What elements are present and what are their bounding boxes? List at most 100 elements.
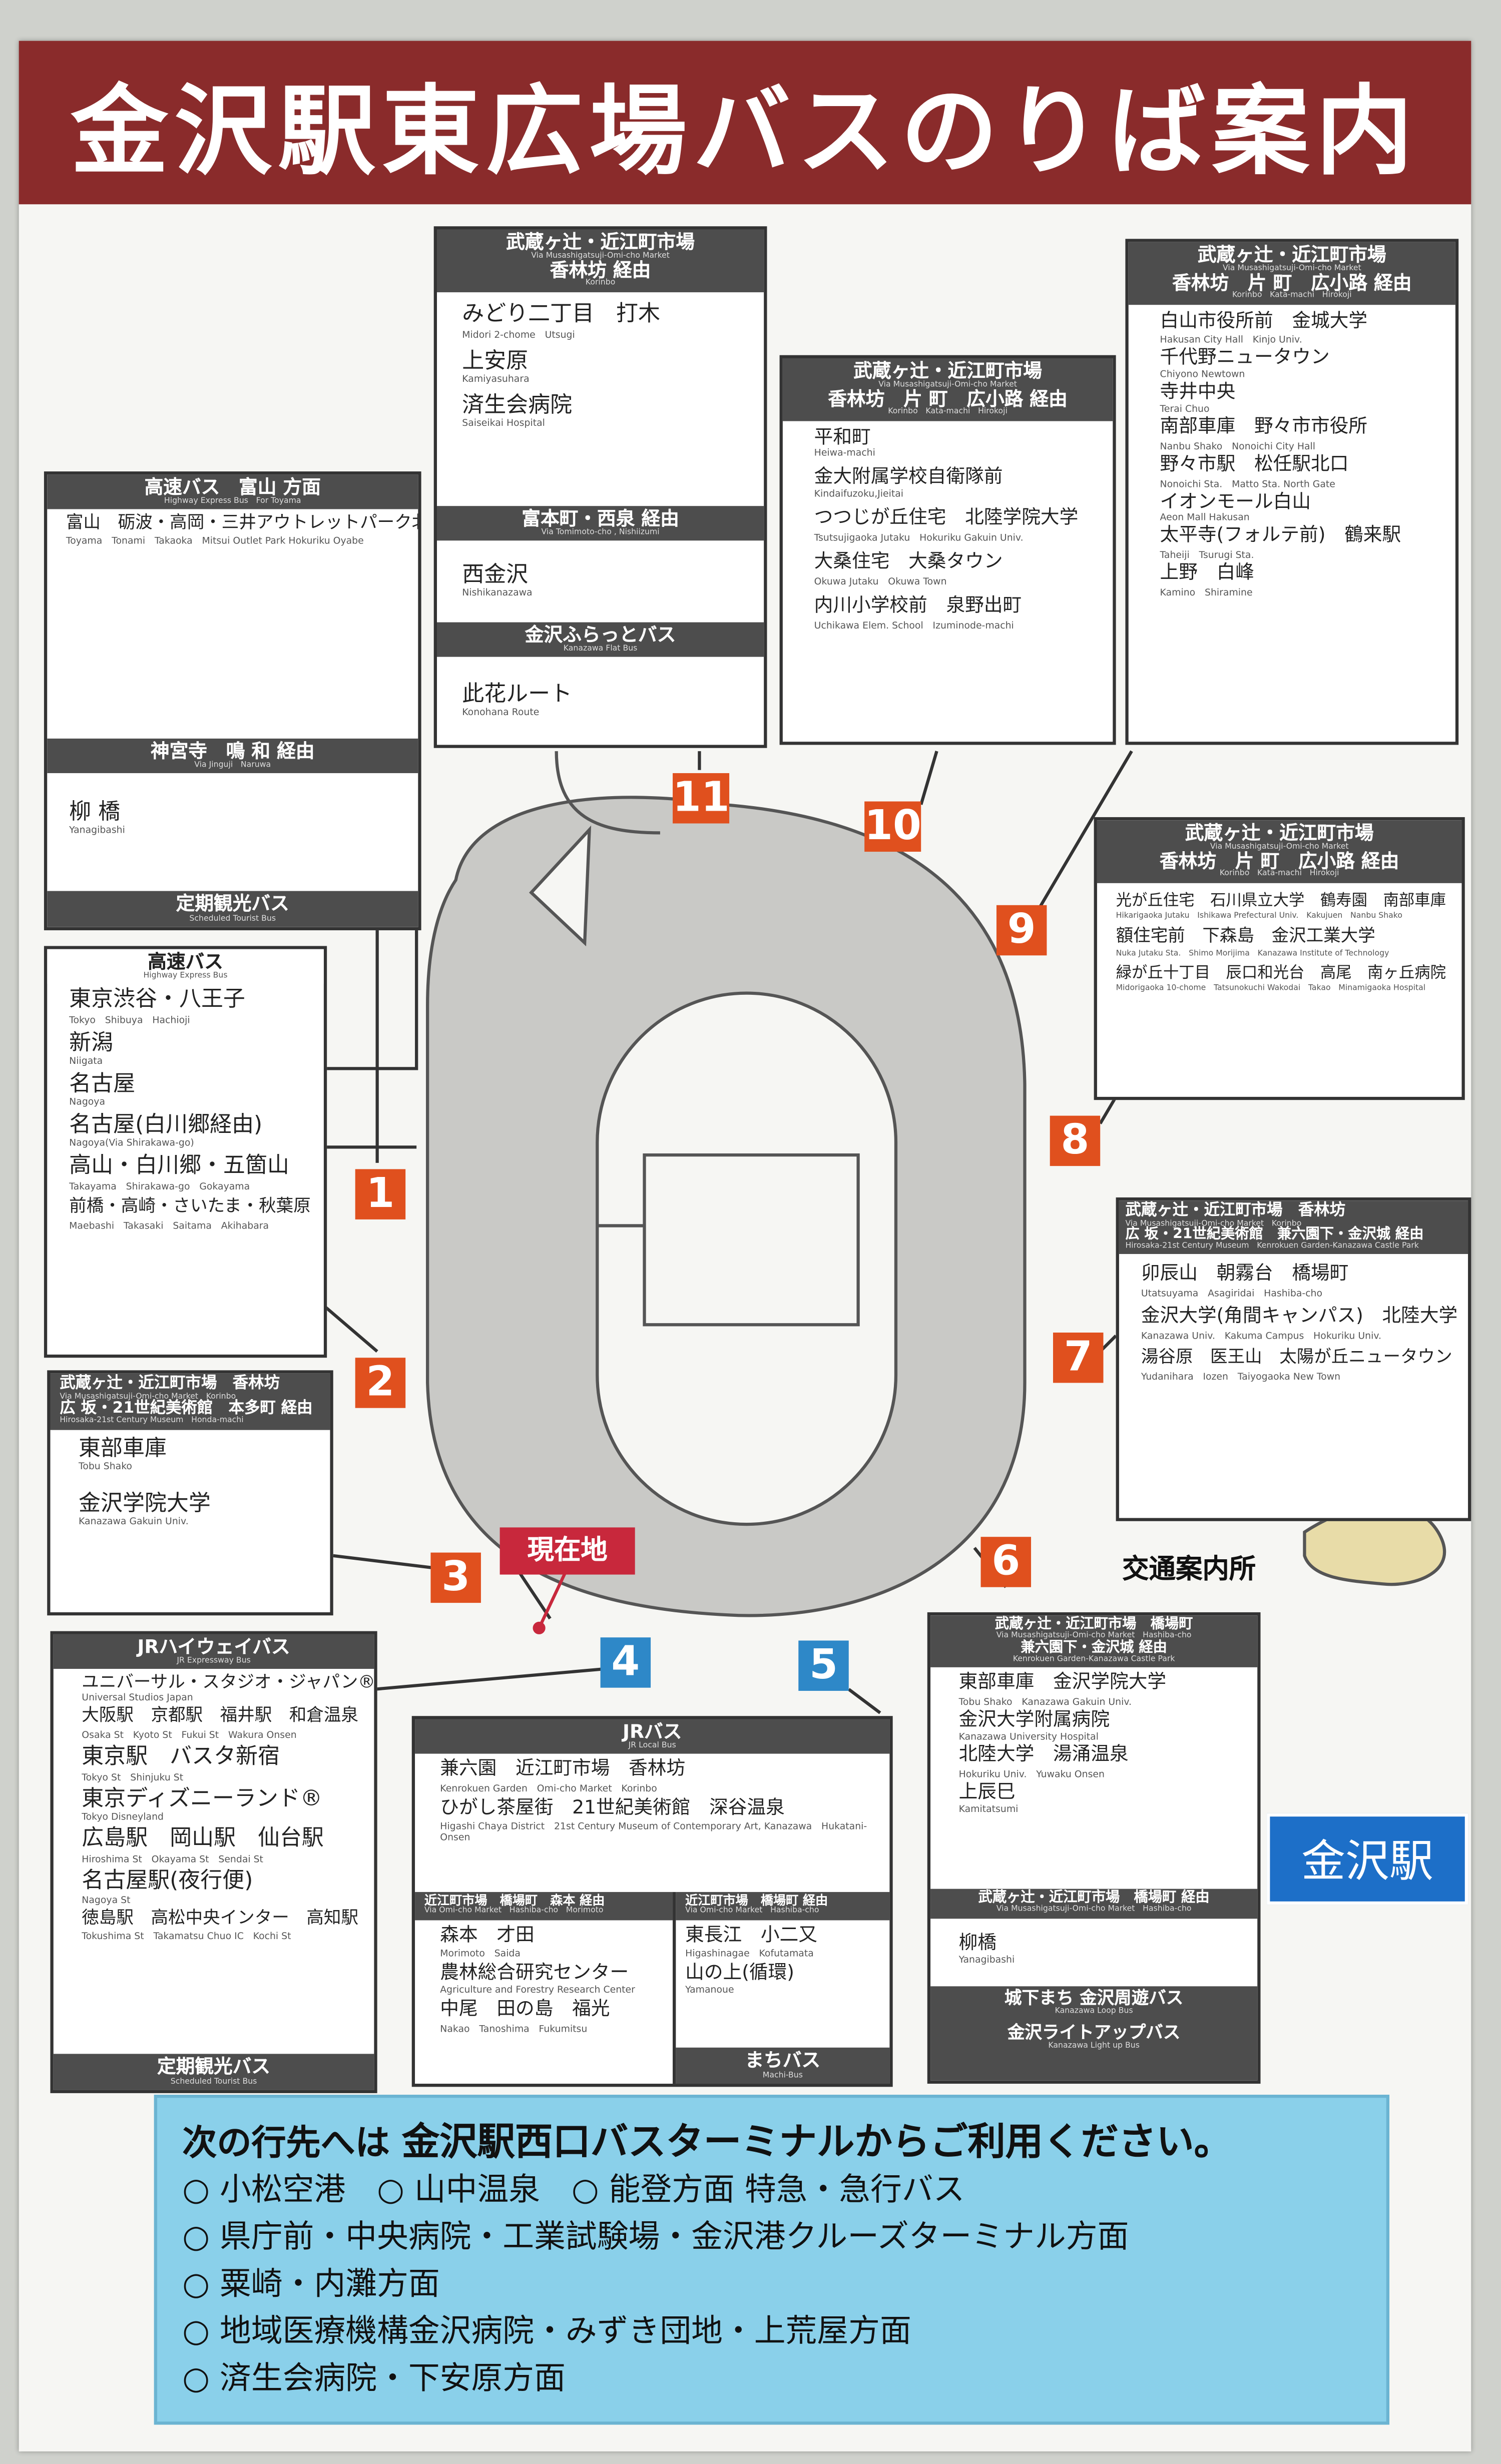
route-box-header: 武蔵ヶ辻・近江町市場 Via Musashigatsuji-Omi-cho Ma…	[1128, 242, 1455, 305]
route-box-header: 武蔵ヶ辻・近江町市場 Via Musashigatsuji-Omi-cho Ma…	[782, 358, 1113, 421]
route-box-header: 武蔵ヶ辻・近江町市場 香林坊 Via Musashigatsuji-Omi-ch…	[50, 1373, 330, 1430]
notice-item: ○ 県庁前・中央病院・工業試験場・金沢港クルーズターミナル方面	[182, 2217, 1129, 2255]
connector-lines	[321, 750, 1133, 1714]
stop-entry: ユニバーサル・スタジオ・ジャパン®Universal Studios Japan	[82, 1671, 375, 1704]
pole-8-number: 8	[1050, 1115, 1101, 1166]
route-box-subheader: 近江町市場 橋場町 森本 経由 Via Omi-cho Market Hashi…	[415, 1892, 673, 1920]
route-box-subheader: 近江町市場 橋場町 経由 Via Omi-cho Market Hashiba-…	[676, 1892, 890, 1920]
route-box-pole-8: 武蔵ヶ辻・近江町市場 Via Musashigatsuji-Omi-cho Ma…	[1094, 817, 1465, 1100]
stop-entry: 名古屋駅(夜行便)Nagoya St	[82, 1869, 253, 1906]
pole-1-number: 1	[355, 1169, 406, 1219]
stop-entry: 東京ディズニーランド®Tokyo Disneyland	[82, 1787, 322, 1823]
route-box-footer: まちバス Machi-Bus	[676, 2048, 890, 2084]
page-title: 金沢駅東広場バスのりば案内	[71, 74, 1419, 189]
route-box-jr-highway: JRハイウェイバス JR Expressway Bus ユニバーサル・スタジオ・…	[50, 1631, 377, 2093]
stop-name: 富山 砺波・高岡・三井アウトレットパーク北陸小矢部	[66, 512, 418, 533]
stop-entry: 此花ルート Konohana Route	[462, 682, 573, 719]
pole-11-number: 11	[673, 773, 730, 824]
pole-5-number: 5	[798, 1640, 849, 1691]
current-location-marker: 現在地	[499, 1527, 635, 1575]
footer-text-en: Scheduled Tourist Bus	[189, 914, 276, 923]
stop-entry: 柳橋 Yanagibashi	[958, 1931, 1015, 1966]
header-text-en: Highway Express Bus	[143, 970, 228, 980]
stop-list: ユニバーサル・スタジオ・ジャパン®Universal Studios Japan…	[54, 1669, 374, 1943]
stop-name-en: Yanagibashi	[69, 825, 125, 836]
route-box-header: 武蔵ヶ辻・近江町市場 橋場町 Via Musashigatsuji-Omi-ch…	[930, 1615, 1258, 1668]
subheader-text: 神宮寺 鳴 和 経由	[150, 740, 315, 763]
route-box-header: JRハイウェイバス JR Expressway Bus	[53, 1634, 374, 1669]
route-box-subheader: 金沢ふらっとバス Kanazawa Flat Bus	[437, 622, 764, 657]
notice-item: ○ 地域医療機構金沢病院・みずき団地・上荒屋方面	[182, 2311, 911, 2349]
pole-7-number: 7	[1053, 1332, 1104, 1383]
stop-entry: 富山 砺波・高岡・三井アウトレットパーク北陸小矢部 Toyama Tonami …	[66, 512, 418, 547]
stop-entry: 柳 橋 Yanagibashi	[69, 800, 125, 836]
center-building	[643, 1153, 860, 1327]
title-banner: 金沢駅東広場バスのりば案内	[19, 41, 1471, 205]
footer-text: 定期観光バス	[176, 893, 289, 915]
notice-item: ○ 小松空港 ○ 山中温泉 ○ 能登方面 特急・急行バス	[182, 2170, 965, 2208]
kanazawa-station-label: 金沢駅	[1267, 1813, 1468, 1905]
pole-3-number: 3	[430, 1552, 481, 1603]
pole-9-number: 9	[996, 905, 1047, 956]
notice-item: ○ 粟崎・内灘方面	[182, 2264, 440, 2302]
notice-title-prefix: 次の行先へは	[182, 2124, 390, 2164]
stop-name: 柳 橋	[69, 800, 121, 825]
route-box-pole-10: 武蔵ヶ辻・近江町市場 Via Musashigatsuji-Omi-cho Ma…	[779, 355, 1116, 745]
route-subbox-machi-bus: 近江町市場 橋場町 経由 Via Omi-cho Market Hashiba-…	[676, 1892, 890, 2084]
route-box-header: JRバス JR Local Bus	[415, 1719, 890, 1754]
triangle-island	[529, 825, 592, 947]
route-box-footer: 定期観光バス Scheduled Tourist Bus	[53, 2054, 374, 2090]
pole-4-number: 4	[600, 1637, 651, 1688]
pole-6-number: 6	[980, 1537, 1032, 1587]
traffic-info-center-label: 交通案内所	[1122, 1554, 1256, 1586]
notice-item: ○ 済生会病院・下安原方面	[182, 2358, 566, 2396]
west-exit-notice: 次の行先へは 金沢駅西口バスターミナルからご利用ください。 ○ 小松空港 ○ 山…	[154, 2095, 1390, 2425]
